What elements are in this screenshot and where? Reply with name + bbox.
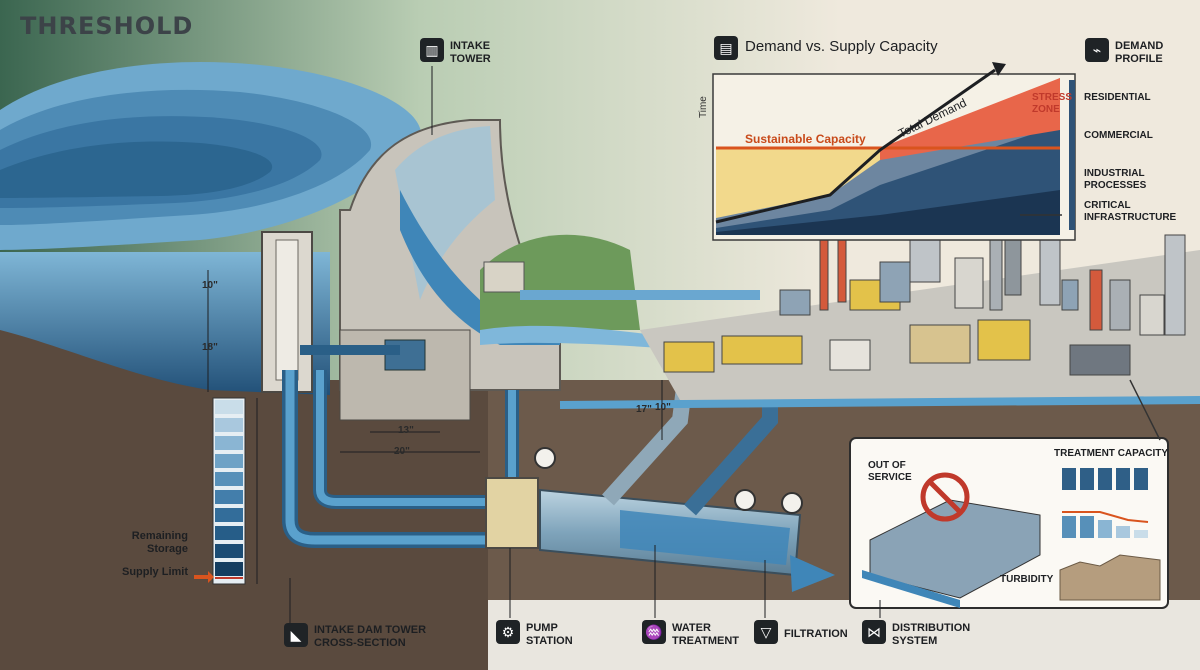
out-of-service-slash bbox=[928, 480, 962, 514]
dimension-20: 20" bbox=[394, 446, 410, 457]
pump-station-label: PUMP STATION bbox=[526, 622, 573, 647]
bottom-legend-band bbox=[488, 600, 1200, 670]
storage-gauge bbox=[194, 397, 246, 585]
city-buildings bbox=[663, 219, 1186, 376]
demand-profile-icon: ⌁ bbox=[1085, 38, 1109, 62]
filtration-label: FILTRATION bbox=[784, 628, 848, 640]
demand-arrowhead bbox=[992, 62, 1006, 76]
pressure-gauge-2 bbox=[734, 489, 756, 511]
intake-pipe-main-inner bbox=[285, 370, 500, 545]
distribution-icon: ⋈ bbox=[862, 620, 886, 644]
water-treatment-icon: ♒ bbox=[642, 620, 666, 644]
residential-label: RESIDENTIAL bbox=[1084, 92, 1151, 103]
critical-area bbox=[716, 190, 1060, 235]
dimension-17: 17" bbox=[636, 404, 652, 415]
turbidity-sample bbox=[1059, 554, 1161, 601]
water-treatment-label: WATER TREATMENT bbox=[672, 622, 740, 647]
out-of-service-icon bbox=[920, 472, 970, 522]
critical-label: CRITICAL INFRASTRUCTURE bbox=[1084, 200, 1177, 223]
distribution-label: DISTRIBUTION SYSTEM bbox=[892, 622, 971, 647]
demand-profile-label: DEMAND PROFILE bbox=[1115, 40, 1164, 65]
chart-title: Demand vs. Supply Capacity bbox=[745, 38, 938, 55]
treatment-capacity-label: TREATMENT CAPACITY bbox=[1054, 448, 1169, 459]
inset-water bbox=[862, 570, 960, 608]
intake-tower-shaft bbox=[275, 239, 299, 381]
reservoir-bed bbox=[0, 330, 330, 402]
pump-station-icon: ⚙ bbox=[496, 620, 520, 644]
treatment-capacity-tanks bbox=[1062, 468, 1149, 538]
pump-station-box bbox=[485, 477, 539, 549]
dimension-10-right: 10" bbox=[655, 402, 671, 413]
total-demand-line bbox=[715, 68, 996, 224]
filtration-icon: ▽ bbox=[754, 620, 778, 644]
downstream-river bbox=[480, 325, 690, 350]
industrial-label: INDUSTRIAL PROCESSES bbox=[1084, 168, 1147, 191]
intake-pipe-secondary-inner bbox=[316, 370, 500, 506]
brand-logo: THRESHOLD bbox=[20, 12, 194, 40]
outlet-channel bbox=[520, 290, 760, 300]
stress-zone-label: STRESS ZONE bbox=[1032, 92, 1073, 115]
intake-tower-label: INTAKE TOWER bbox=[450, 40, 491, 65]
inset-pointer bbox=[1129, 379, 1161, 441]
dimension-13: 13" bbox=[398, 425, 414, 436]
dimension-10-top: 10" bbox=[202, 280, 218, 291]
intake-tower-icon: ▥ bbox=[420, 38, 444, 62]
commercial-label: COMMERCIAL bbox=[1084, 130, 1153, 141]
turbidity-label: TURBIDITY bbox=[1000, 574, 1054, 585]
out-of-service-label: OUT OF SERVICE bbox=[868, 460, 912, 483]
time-axis-label: Time bbox=[698, 96, 709, 118]
trunk-main-water bbox=[620, 510, 790, 565]
pressure-gauge-3 bbox=[781, 492, 803, 514]
flow-arrow bbox=[790, 555, 835, 592]
remaining-storage-label: Remaining Storage bbox=[131, 530, 188, 555]
chart-icon: ▤ bbox=[714, 36, 738, 60]
supply-limit-label: Supply Limit bbox=[122, 566, 188, 578]
residential-stress-area bbox=[880, 78, 1060, 160]
distribution-main bbox=[559, 396, 1200, 409]
pressure-gauge-1 bbox=[534, 447, 556, 469]
reservoir-contour-3 bbox=[0, 141, 273, 198]
sustainable-capacity-label: Sustainable Capacity bbox=[745, 132, 866, 146]
dam-section-label: INTAKE DAM TOWER CROSS-SECTION bbox=[314, 624, 427, 649]
dimension-18: 18" bbox=[202, 342, 218, 353]
dam-section-icon: ◣ bbox=[284, 623, 308, 647]
hillside bbox=[480, 234, 640, 330]
outlet-house bbox=[483, 261, 525, 293]
